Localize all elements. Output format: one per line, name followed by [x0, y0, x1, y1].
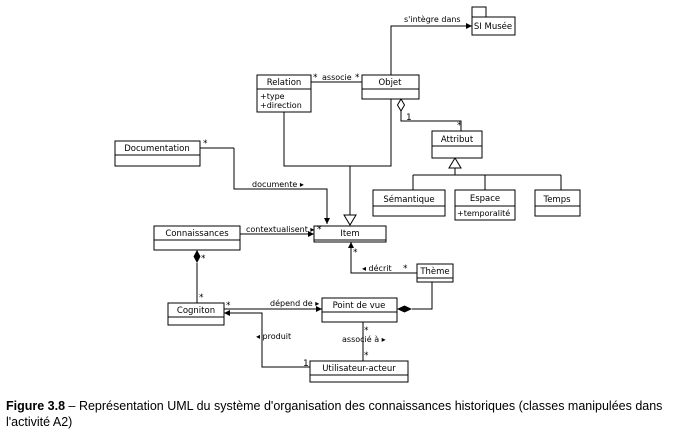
class-objet: Objet	[361, 74, 420, 100]
mult-point-de-vue-bottom: *	[364, 326, 369, 336]
mult-objet-left: *	[355, 73, 360, 83]
figure-caption: Figure 3.8 – Représentation UML du systè…	[6, 398, 688, 430]
class-connaissances: Connaissances	[153, 225, 241, 251]
arrowhead-cogniton	[316, 306, 322, 312]
mult-item-left: *	[317, 225, 322, 235]
uml-class-diagram: SI Musée Relation +type +direction Objet…	[114, 6, 581, 383]
association-labels: s'intègre dans associe documente ▸ conte…	[246, 14, 461, 344]
mult-relation-right: *	[313, 73, 318, 83]
mult-objet-one: 1	[406, 113, 412, 123]
class-espace: Espace +temporalité	[454, 189, 516, 221]
class-item: Item	[313, 225, 387, 243]
class-documentation-name: Documentation	[124, 144, 190, 154]
class-documentation: Documentation	[114, 140, 234, 167]
arrowhead-theme	[348, 242, 354, 248]
label-documente: documente ▸	[252, 180, 304, 189]
class-connaissances-name: Connaissances	[165, 229, 229, 239]
mult-utilisateur-top: *	[364, 351, 369, 361]
line-decorations	[193, 23, 472, 316]
mult-utilisateur-one: 1	[303, 359, 309, 369]
class-temps: Temps	[534, 189, 581, 217]
class-si-musee: SI Musée	[471, 6, 516, 36]
class-objet-name: Objet	[378, 78, 402, 88]
line-objet-si-musee	[390, 25, 472, 75]
mult-cogniton-right: *	[226, 301, 231, 311]
arrowhead-documentation	[324, 218, 330, 224]
mult-item-bottom: *	[353, 248, 358, 258]
aggregation-diamond-objet	[396, 98, 406, 112]
line-objet-attribut	[400, 111, 462, 131]
line-relation-item	[283, 112, 351, 215]
arrowhead-si-musee	[466, 23, 472, 29]
class-relation: Relation +type +direction	[256, 74, 312, 113]
generalization-arrow-item	[343, 214, 357, 226]
class-relation-name: Relation	[267, 78, 302, 88]
class-theme: Thème	[416, 263, 454, 283]
label-integre: s'intègre dans	[404, 14, 461, 24]
class-theme-name: Thème	[419, 266, 449, 277]
label-produit: ◂ produit	[256, 332, 291, 341]
class-si-musee-name: SI Musée	[474, 21, 512, 32]
caption-label: Figure 3.8	[6, 399, 66, 413]
mult-cogniton-top: *	[199, 293, 204, 303]
association-lines	[196, 25, 562, 368]
class-espace-attr-temporalite: +temporalité	[457, 208, 510, 218]
mult-attribut-top: *	[457, 121, 462, 131]
composition-diamond-connaissances	[193, 250, 201, 263]
mult-documentation: *	[203, 139, 208, 149]
class-cogniton-name: Cogniton	[177, 306, 215, 316]
class-utilisateur-acteur: Utilisateur-acteur	[309, 360, 409, 383]
mult-theme-left: *	[403, 264, 408, 274]
arrowhead-utilisateur	[224, 310, 230, 316]
mult-connaissances-bottom: *	[201, 254, 206, 264]
label-contextualisent: contextualisent ▸	[246, 225, 314, 234]
line-objet-item	[350, 89, 392, 167]
class-utilisateur-acteur-name: Utilisateur-acteur	[322, 364, 396, 374]
arrowhead-connaissances	[308, 231, 314, 237]
class-relation-attr-direction: +direction	[260, 101, 302, 110]
label-depend-de: dépend de ▸	[270, 298, 319, 308]
class-semantique-name: Sémantique	[383, 194, 434, 205]
class-temps-name: Temps	[542, 195, 571, 205]
caption-text: – Représentation UML du système d'organi…	[6, 399, 663, 429]
line-documentation-item	[233, 148, 328, 224]
class-semantique: Sémantique	[372, 189, 446, 217]
class-attribut: Attribut	[431, 130, 483, 159]
line-theme-item	[350, 242, 417, 274]
generalization-arrow-attribut	[448, 157, 462, 169]
line-utilisateur-cogniton	[224, 312, 310, 368]
line-theme-point-de-vue	[412, 282, 433, 310]
class-cogniton: Cogniton	[167, 302, 225, 326]
class-point-de-vue-name: Point de vue	[333, 301, 386, 311]
label-associe: associe	[322, 73, 352, 82]
label-associe-a: associé à ▸	[342, 334, 386, 344]
multiplicities: * * 1 * * * * * * * * * * 1	[199, 73, 462, 369]
class-espace-name: Espace	[470, 194, 500, 204]
class-point-de-vue: Point de vue	[321, 297, 398, 323]
class-relation-attr-type: +type	[260, 92, 285, 101]
composition-diamond-theme	[397, 305, 412, 313]
class-item-name: Item	[340, 229, 359, 239]
class-attribut-name: Attribut	[441, 135, 474, 145]
label-decrit: ◂ décrit	[362, 263, 392, 273]
